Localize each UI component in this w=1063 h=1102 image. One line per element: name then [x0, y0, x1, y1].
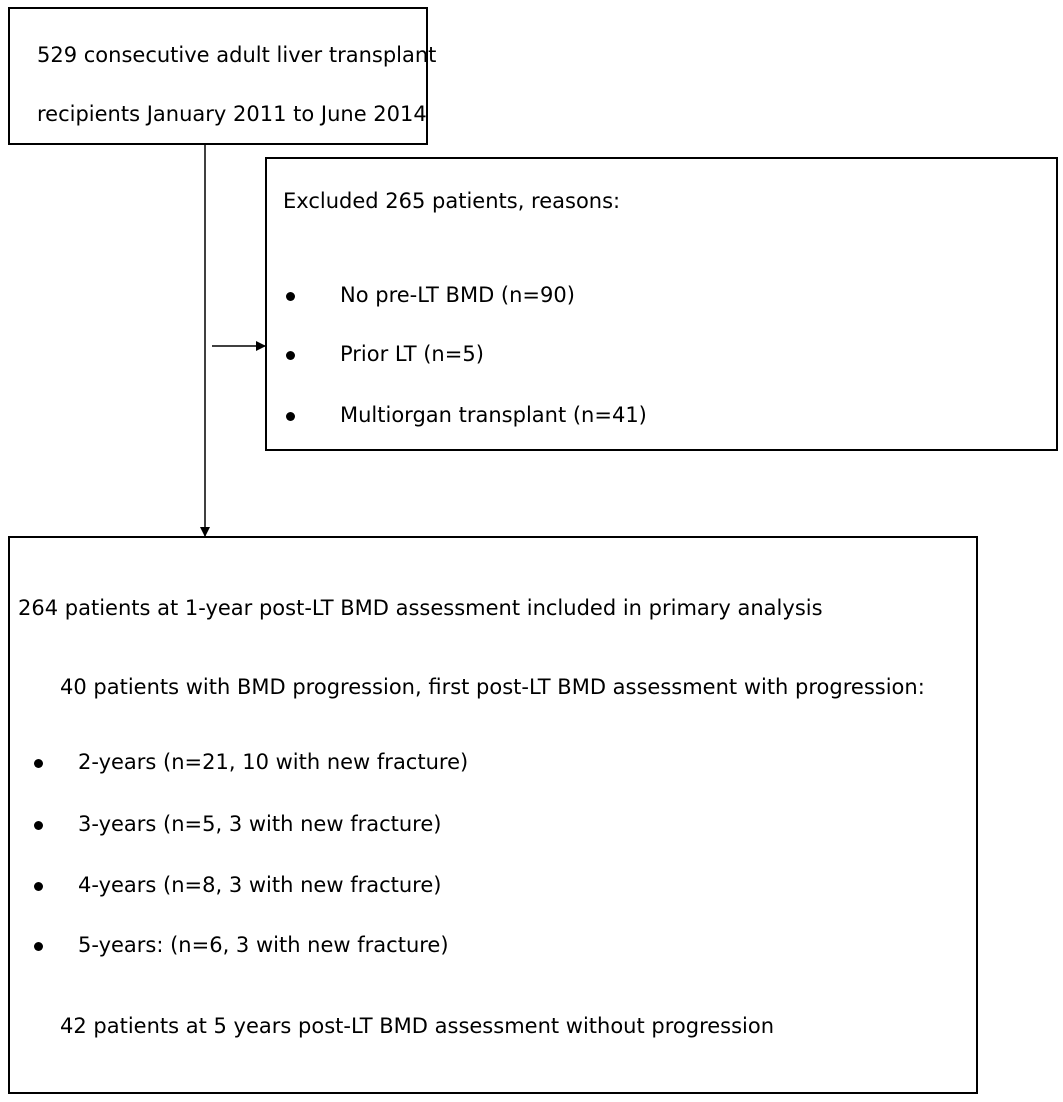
- progression-item: 3-years (n=5, 3 with new fracture): [78, 812, 442, 836]
- bullet-icon: [34, 759, 43, 768]
- enrollment-line-2: recipients January 2011 to June 2014: [37, 102, 427, 126]
- no-progression-text: 42 patients at 5 years post-LT BMD asses…: [60, 1014, 775, 1038]
- progression-item: 4-years (n=8, 3 with new fracture): [78, 873, 442, 897]
- exclusion-reason: No pre-LT BMD (n=90): [340, 283, 575, 307]
- progression-item: 5-years: (n=6, 3 with new fracture): [78, 933, 449, 957]
- exclusion-box: Excluded 265 patients, reasons: No pre-L…: [265, 157, 1058, 451]
- progression-heading: 40 patients with BMD progression, first …: [60, 675, 925, 699]
- exclusion-reason: Prior LT (n=5): [340, 342, 484, 366]
- exclusion-reason: Multiorgan transplant (n=41): [340, 403, 647, 427]
- bullet-icon: [286, 292, 295, 301]
- enrollment-box: 529 consecutive adult liver transplant r…: [8, 7, 436, 145]
- included-analysis-text: 264 patients at 1-year post-LT BMD asses…: [18, 596, 823, 620]
- bullet-icon: [34, 942, 43, 951]
- progression-item: 2-years (n=21, 10 with new fracture): [78, 750, 469, 774]
- analysis-box: 264 patients at 1-year post-LT BMD asses…: [8, 536, 978, 1094]
- bullet-icon: [34, 821, 43, 830]
- bullet-icon: [34, 882, 43, 891]
- bullet-icon: [286, 412, 295, 421]
- exclusion-heading: Excluded 265 patients, reasons:: [283, 189, 621, 213]
- enrollment-line-1: 529 consecutive adult liver transplant: [37, 43, 437, 67]
- bullet-icon: [286, 351, 295, 360]
